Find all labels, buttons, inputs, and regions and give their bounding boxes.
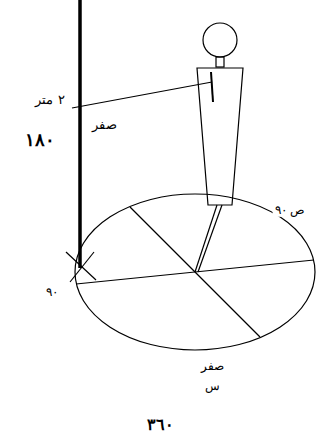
angle-label: ٣٦٠ bbox=[145, 415, 176, 434]
measure-line bbox=[72, 82, 212, 108]
person-arm bbox=[211, 72, 213, 102]
person-leg bbox=[198, 205, 222, 272]
pole-base bbox=[70, 252, 94, 282]
person-leg bbox=[195, 205, 217, 272]
angle-label: ١٨٠ bbox=[23, 129, 57, 151]
pole-base bbox=[66, 252, 96, 280]
ground-circle bbox=[75, 194, 315, 350]
axis-label: ص ٩٠ bbox=[273, 203, 308, 217]
pole bbox=[78, 0, 82, 268]
person-body bbox=[197, 68, 243, 205]
axis-label: س bbox=[203, 379, 222, 393]
angle-label: صفر bbox=[90, 117, 119, 133]
angle-label: ٩٠ bbox=[44, 285, 60, 299]
person-head bbox=[203, 23, 237, 57]
person-neck bbox=[216, 57, 224, 67]
angle-label: صفر bbox=[199, 359, 226, 373]
dimension-label: ٢ متر bbox=[33, 92, 66, 108]
